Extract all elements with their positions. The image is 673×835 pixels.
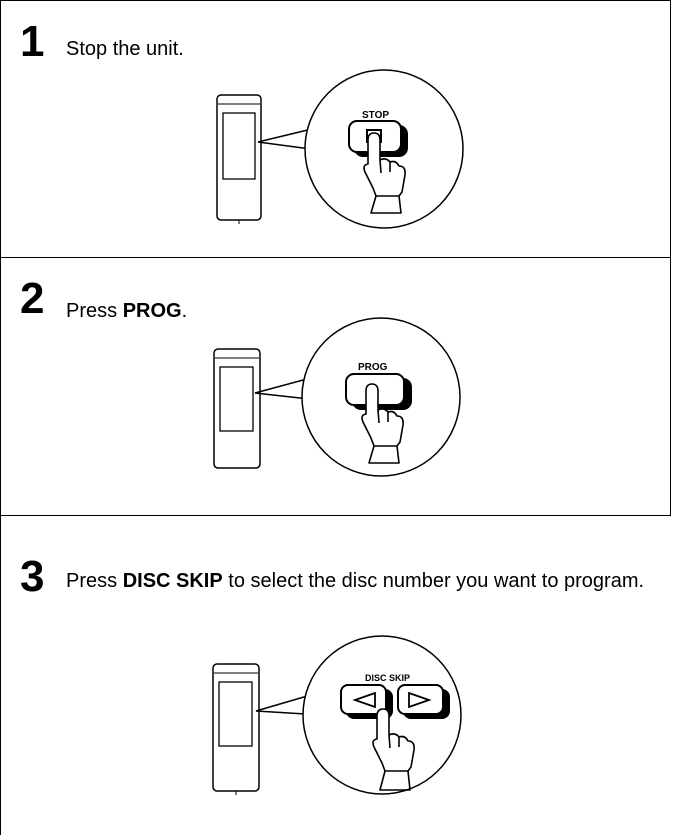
remote-control-icon [216,94,262,224]
zoom-pointer [254,375,319,401]
step-3-text-before: Press [66,570,123,592]
pressing-finger-icon [361,383,404,464]
step-2-button-label: PROG [358,362,388,373]
step-1-illustration: STOP [216,69,464,229]
step-3-illustration: DISC SKIP [212,635,462,795]
disc-skip-next-button-icon [397,684,450,719]
remote-control-icon [213,348,261,469]
step-1-instruction: Stop the unit. [66,38,184,60]
step-1-number: 1 [20,17,45,66]
step-2-text-before: Press [66,300,123,322]
step-3-text-after: to select the disc number you want to pr… [222,570,645,592]
step-3-instruction: Press DISC SKIP to select the disc numbe… [66,567,656,595]
step-1-button-label: STOP [362,110,389,121]
zoom-pointer [257,126,321,151]
pressing-finger-icon [363,132,406,214]
step-3-button-label: DISC SKIP [365,673,410,683]
prog-button-icon [345,373,412,410]
zoom-pointer [255,691,323,716]
step-2-text-bold: PROG [122,300,182,322]
remote-control-icon [212,663,260,795]
step-2-number: 2 [20,274,45,323]
step-3-panel [0,515,671,835]
disc-skip-prev-button-icon [340,684,393,719]
pressing-finger-icon [372,708,415,791]
step-3-text-bold: DISC SKIP [122,570,223,592]
step-2-text-after: . [181,300,188,322]
step-3-number: 3 [20,552,45,601]
step-2-illustration: PROG [213,317,461,477]
step-2-instruction: Press PROG. [66,297,187,325]
